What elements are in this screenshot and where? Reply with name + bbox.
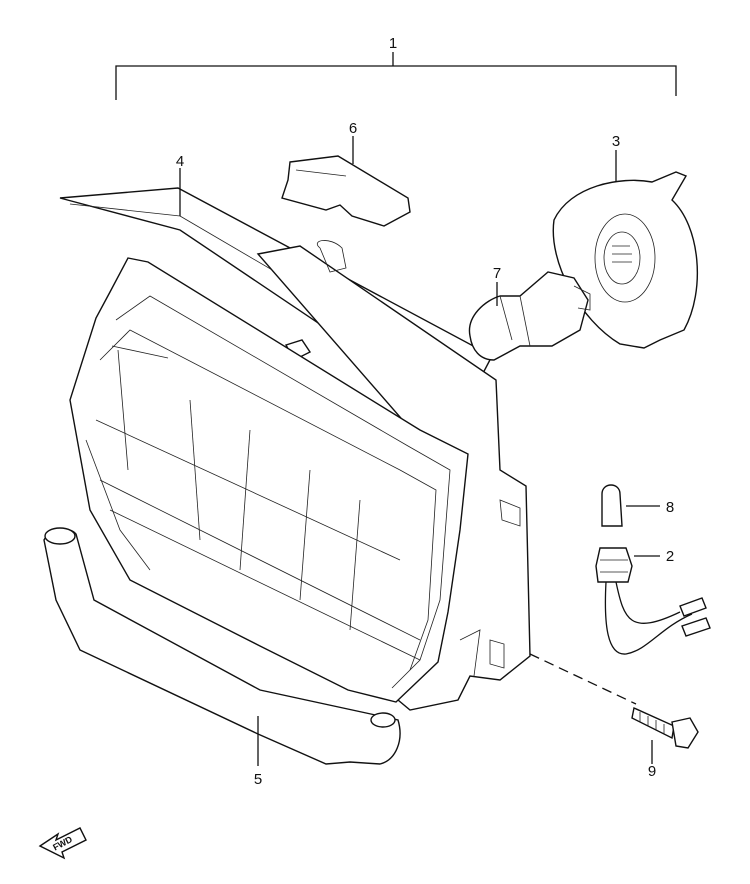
callout-2: 2: [666, 548, 674, 565]
callout-8: 8: [666, 499, 674, 516]
part-7-bulb: [468, 271, 591, 361]
callout-5: 5: [254, 771, 262, 788]
forward-arrow-icon: FWD: [38, 827, 87, 860]
callout-7: 7: [493, 265, 501, 282]
callout-9: 9: [648, 763, 656, 780]
assembly-bracket: [115, 52, 677, 100]
callout-3: 3: [612, 133, 620, 150]
part-6-cover: [281, 136, 411, 227]
part-9-screw: [529, 653, 699, 764]
callout-1: 1: [389, 35, 397, 52]
part-5-lower-trim: [43, 527, 401, 766]
headlamp-lens: [69, 257, 469, 703]
callout-6: 6: [349, 120, 357, 137]
callout-4: 4: [176, 153, 184, 170]
part-2-socket-harness: [595, 547, 711, 655]
part-8-small-bulb: [601, 484, 660, 527]
